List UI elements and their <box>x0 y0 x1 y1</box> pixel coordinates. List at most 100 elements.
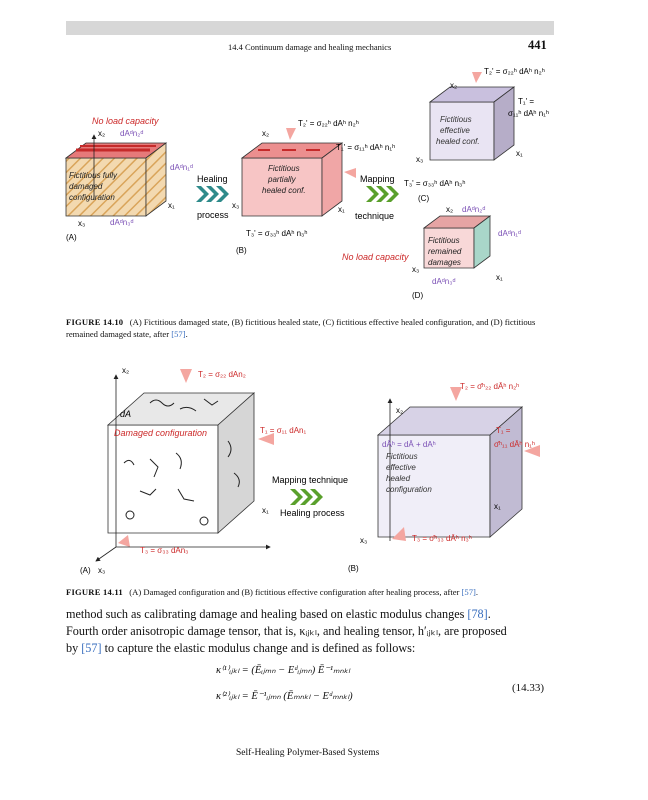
b-T2: T₂' = σ₂₂ʰ dAʰ n₂ʰ <box>298 119 359 128</box>
f11b-dA: dĀʰ = dĀ + dAʰ <box>382 440 436 449</box>
caption-11-text: (A) Damaged configuration and (B) fictit… <box>129 587 460 597</box>
b-x2: x₂ <box>262 129 269 138</box>
caption-11-end: . <box>475 587 479 597</box>
equation-line-2: κ⁽²⁾ᵢⱼₖₗ = Ē⁻¹ᵢⱼₘₙ (Ēₘₙₖₗ − Eᵈₘₙₖₗ) <box>216 691 353 702</box>
paragraph-l3-ref[interactable]: [57] <box>81 641 102 655</box>
mapping-healing-arrow-icon <box>290 489 323 505</box>
page-number: 441 <box>528 38 547 52</box>
a-dA-right: dAᵈn₁ᵈ <box>170 163 193 172</box>
d-label-2: remained <box>428 247 462 256</box>
f11b-panel: (B) <box>348 564 359 573</box>
mapping-arrow-icon <box>366 186 399 202</box>
f11a-label: Damaged configuration <box>114 428 207 438</box>
c-label-1: Fictitious <box>440 115 472 124</box>
caption-14-10: FIGURE 14.10 (A) Fictitious damaged stat… <box>66 316 556 340</box>
caption-14-11: FIGURE 14.11 (A) Damaged configuration a… <box>66 586 556 598</box>
a-dA-top: dAᵈn₂ᵈ <box>120 129 143 138</box>
equation-number: (14.33) <box>512 682 545 694</box>
c-T1a: T₁' = <box>518 97 534 106</box>
cube-d-remained-damages <box>422 215 492 269</box>
paragraph-l1-ref[interactable]: [78] <box>467 607 488 621</box>
f11b-x1: x₁ <box>494 502 501 511</box>
footer-book-title: Self-Healing Polymer-Based Systems <box>236 748 380 758</box>
b-x1: x₁ <box>338 205 345 214</box>
paragraph-l1a: method such as calibrating damage and he… <box>66 607 465 621</box>
mapping-label-1: Mapping <box>360 174 395 184</box>
paragraph-l1b: . <box>487 607 491 621</box>
b-panel: (B) <box>236 246 247 255</box>
a-x3: x₃ <box>78 219 85 228</box>
b-label-2: partially <box>267 175 297 184</box>
d-x3: x₃ <box>412 265 419 274</box>
paragraph-line-2: Fourth order anisotropic damage tensor, … <box>66 624 507 638</box>
caption-10-text: (A) Fictitious damaged state, (B) fictit… <box>66 317 536 339</box>
d-no-load: No load capacity <box>342 252 409 262</box>
running-title: 14.4 Continuum damage and healing mechan… <box>228 42 392 52</box>
healing-arrow-icon <box>196 186 229 202</box>
d-dA-top: dAᵈn₂ᵈ <box>462 205 485 214</box>
f11b-T2: T₂ = σ̄ʰ₂₂ dĀʰ n₂ʰ <box>460 382 519 391</box>
c-x3: x₃ <box>416 155 423 164</box>
cube-a-damaged-configuration <box>106 369 274 547</box>
f11b-label-2: effective <box>386 463 416 472</box>
caption-10-label: FIGURE 14.10 <box>66 317 124 327</box>
c-x2: x₂ <box>450 81 457 90</box>
cube-c-effective-healed <box>428 72 516 161</box>
caption-10-end: . <box>185 329 188 339</box>
c-label-3: healed conf. <box>436 137 480 146</box>
a-dA-bottom: dAᵈn₃ᵈ <box>110 218 134 227</box>
b-label-3: healed conf. <box>262 186 306 195</box>
f11b-x2: x₂ <box>396 406 403 415</box>
b-T3: T₃' = σ₃₃ʰ dAʰ n₃ʰ <box>246 229 307 238</box>
c-T1b: σ₁₁ʰ dAʰ n₁ʰ <box>508 109 549 118</box>
paragraph-l3a: by <box>66 641 79 655</box>
paragraph-l3b: to capture the elastic modulus change an… <box>104 641 416 655</box>
f11b-T3: T₃ = σ̄ʰ₃₃ dĀʰ n₃ʰ <box>412 534 472 543</box>
f11-healing: Healing process <box>280 508 345 518</box>
f11a-T3: T₃ = σ₃₃ dAn₃ <box>140 546 188 555</box>
healing-label-2: process <box>197 210 229 220</box>
c-x1: x₁ <box>516 149 523 158</box>
f11b-label-1: Fictitious <box>386 452 418 461</box>
a-label-1: Fictitious fully <box>69 171 118 180</box>
d-dA-right: dAᵈn₁ᵈ <box>498 229 521 238</box>
healing-label-1: Healing <box>197 174 228 184</box>
c-panel: (C) <box>418 194 429 203</box>
caption-10-ref[interactable]: [57] <box>171 329 186 339</box>
paragraph-line-1: method such as calibrating damage and he… <box>66 606 556 623</box>
b-T1: T₁' = σ₁₁ʰ dAʰ n₁ʰ <box>336 143 395 152</box>
figure-14-10: No load capacity dAᵈn₂ᵈ dAᵈn₁ᵈ dAᵈn₃ᵈ Fi… <box>64 67 549 300</box>
f11b-label-3: healed <box>386 474 411 483</box>
f11b-T1b: σ̄ʰ₁₁ dĀʰ n₁ʰ <box>494 440 535 449</box>
cube-b-effective-healed <box>376 387 540 541</box>
f11a-T1: T₁ = σ₁₁ dAn₁ <box>260 426 306 435</box>
b-label-1: Fictitious <box>268 164 300 173</box>
a-label-2: damaged <box>69 182 103 191</box>
d-x1: x₁ <box>496 273 503 282</box>
f11a-dA: dA <box>120 409 131 419</box>
f11a-x1: x₁ <box>262 506 269 515</box>
c-T3: T₃' = σ₃₃ʰ dAʰ n₃ʰ <box>404 179 465 188</box>
cube-b-partially-healed <box>240 128 356 217</box>
d-label-1: Fictitious <box>428 236 460 245</box>
f11a-x3: x₃ <box>98 566 105 575</box>
figure-14-11: x₂ x₃ x₁ dA Damaged configuration T₂ = σ… <box>80 366 540 575</box>
a-x1: x₁ <box>168 201 175 210</box>
d-panel: (D) <box>412 291 423 300</box>
cube-a-fully-damaged <box>64 142 168 217</box>
f11-mapping: Mapping technique <box>272 475 348 485</box>
header-bar <box>66 21 554 35</box>
f11a-T2: T₂ = σ₂₂ dAn₂ <box>198 370 246 379</box>
equation-line-1: κ⁽¹⁾ᵢⱼₖₗ = (Ēᵢⱼₘₙ − Eᵈᵢⱼₘₙ) Ē⁻¹ₘₙₖₗ <box>216 665 350 676</box>
f11b-label-4: configuration <box>386 485 432 494</box>
f11a-x2: x₂ <box>122 366 129 375</box>
f11b-T1a: T₁ = <box>496 426 511 435</box>
a-no-load: No load capacity <box>92 116 159 126</box>
mapping-label-2: technique <box>355 211 394 221</box>
d-dA-bottom: dAᵈn₃ᵈ <box>432 277 456 286</box>
a-x2: x₂ <box>98 129 105 138</box>
caption-11-label: FIGURE 14.11 <box>66 587 123 597</box>
f11a-panel: (A) <box>80 566 91 575</box>
c-label-2: effective <box>440 126 470 135</box>
caption-11-ref[interactable]: [57] <box>461 587 476 597</box>
